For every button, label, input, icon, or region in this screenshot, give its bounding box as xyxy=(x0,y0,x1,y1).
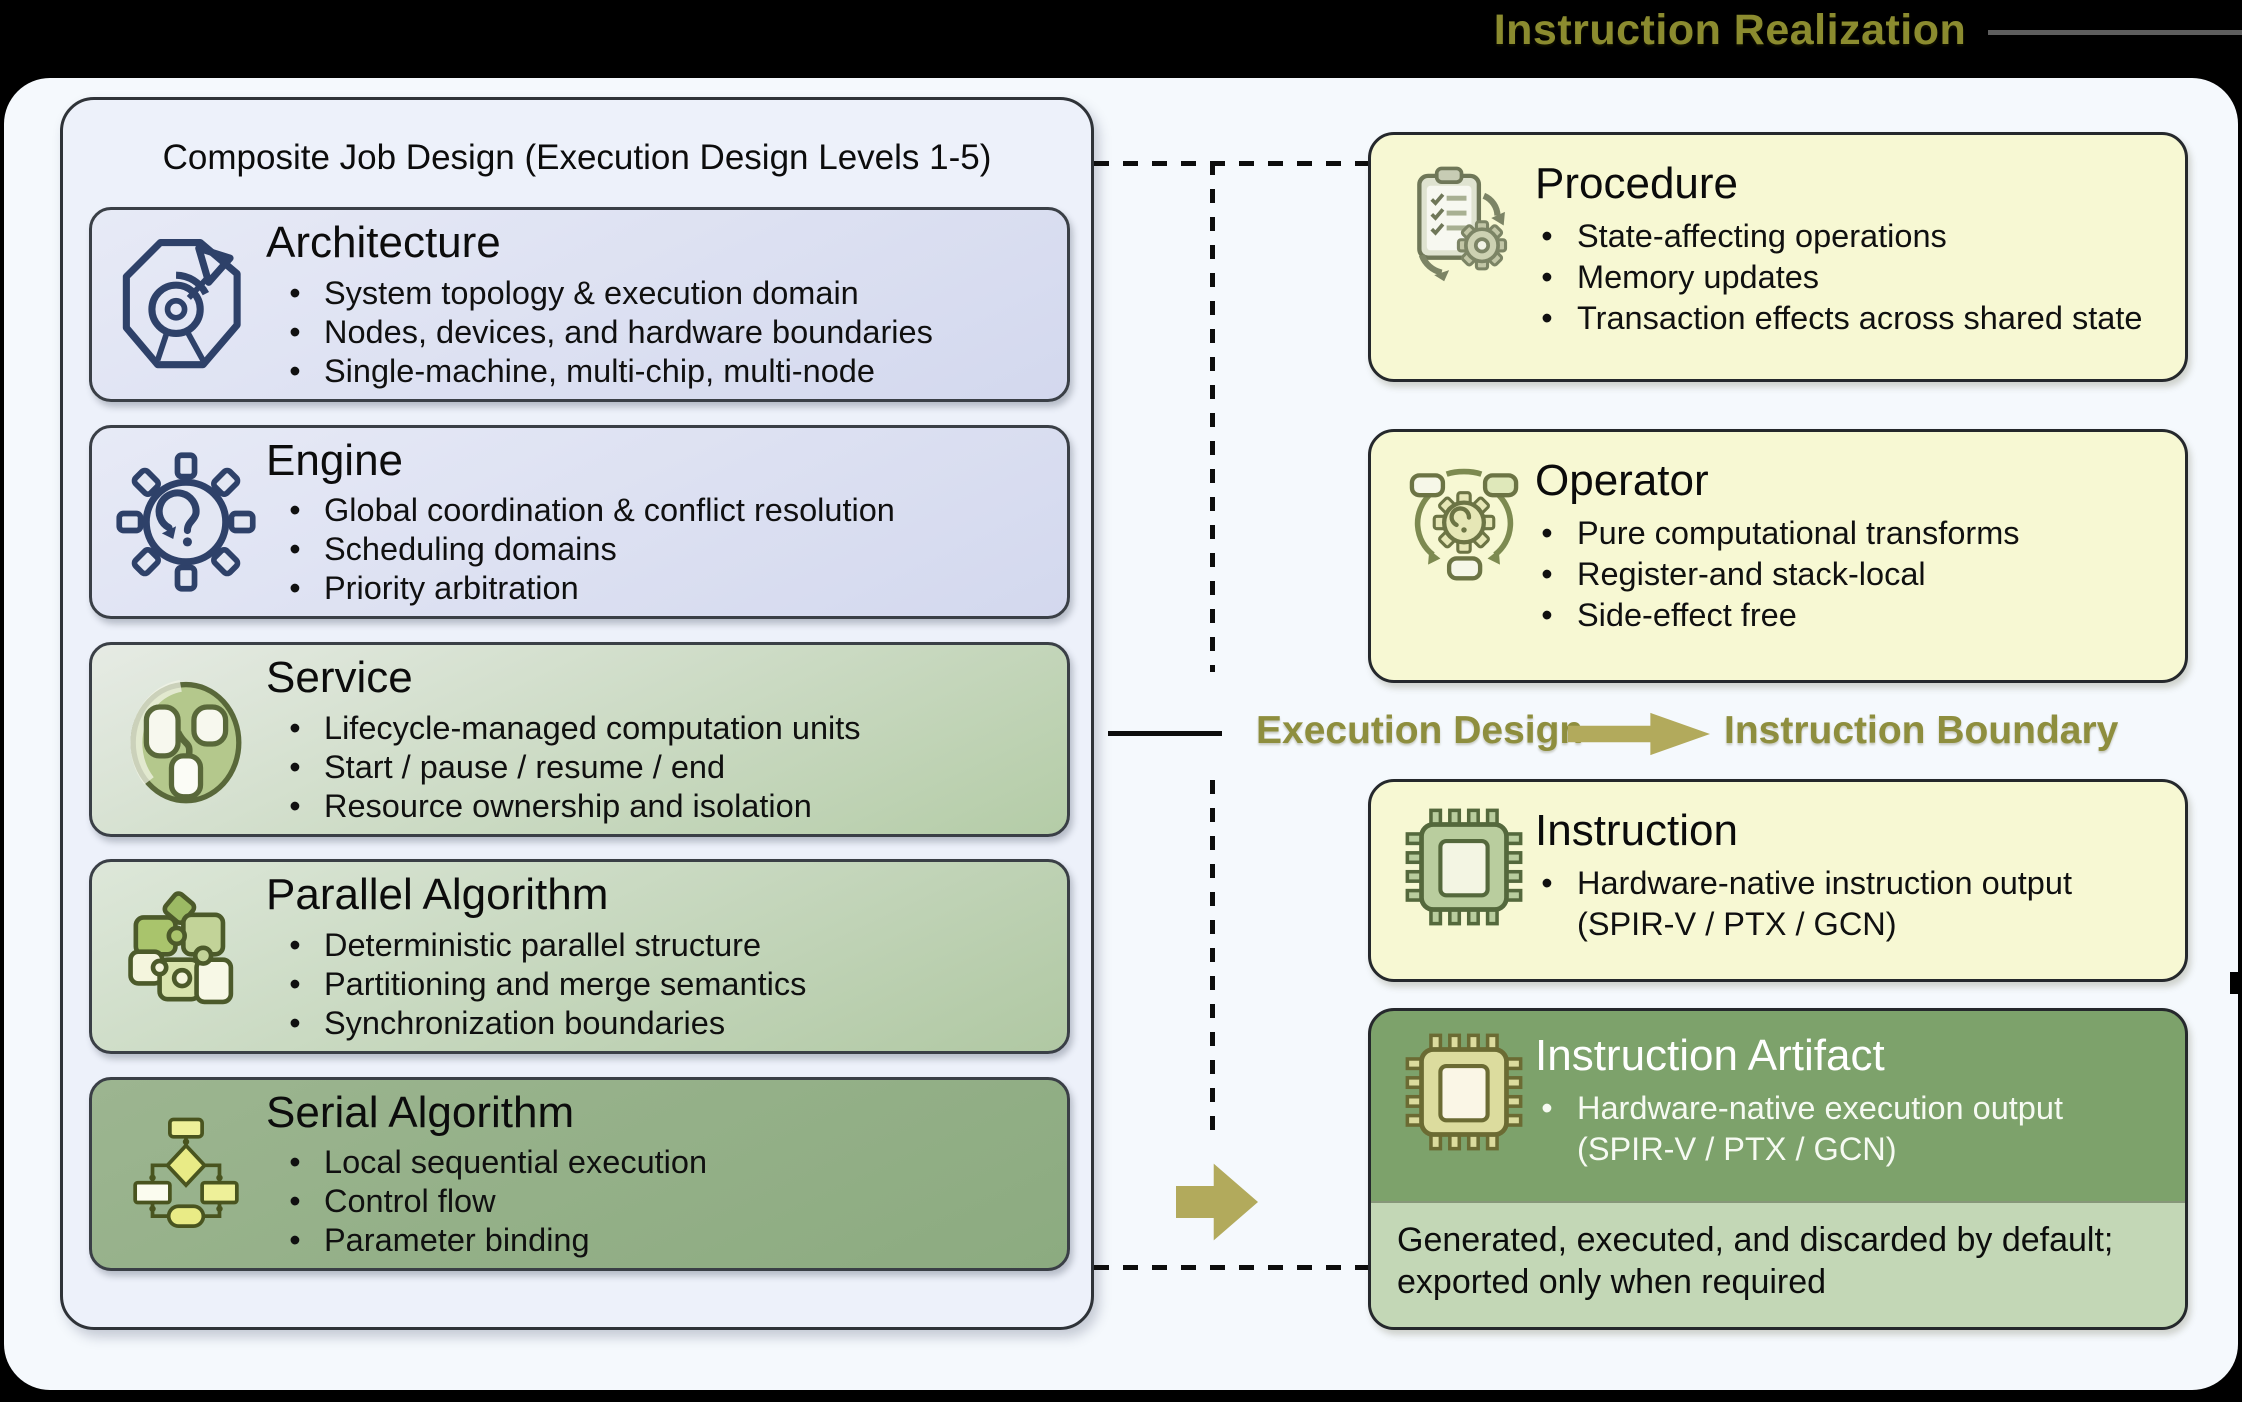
service-lifecycle-icon xyxy=(106,669,266,811)
bullet-item: •System topology & execution domain xyxy=(289,274,859,311)
bullet-item: •Nodes, devices, and hardware boundaries xyxy=(289,313,933,350)
operator-content: Operator •Pure computational transforms … xyxy=(1535,456,2167,672)
dashed-connector-bottom xyxy=(1094,1265,1368,1270)
serial-algorithm-content: Serial Algorithm •Local sequential execu… xyxy=(266,1088,1043,1260)
bullet-item: •Resource ownership and isolation xyxy=(289,787,812,824)
dashed-connector-top xyxy=(1094,161,1368,166)
bullet-item: •Control flow xyxy=(289,1183,496,1220)
bullet-item: •Local sequential execution xyxy=(289,1144,708,1181)
bullet-item: •Start / pause / resume / end xyxy=(289,748,726,785)
procedure-content: Procedure •State-affecting operations •M… xyxy=(1535,159,2167,371)
engine-box: Engine •Global coordination & conflict r… xyxy=(89,425,1070,619)
box-title: Architecture xyxy=(266,218,501,268)
instruction-artifact-note: Generated, executed, and discarded by de… xyxy=(1371,1201,2185,1327)
left-panel-header: Composite Job Design (Execution Design L… xyxy=(162,138,992,177)
operator-box: Operator •Pure computational transforms … xyxy=(1368,429,2188,683)
bullet-item: •Scheduling domains xyxy=(289,531,617,568)
instruction-artifact-content: Instruction Artifact •Hardware-native ex… xyxy=(1535,1031,2167,1201)
box-title: Service xyxy=(266,653,413,703)
execution-design-label: Execution Design xyxy=(1256,709,1584,752)
box-title: Parallel Algorithm xyxy=(266,870,609,920)
instruction-artifact-header: Instruction Artifact •Hardware-native ex… xyxy=(1371,1011,2185,1201)
clipped-edge-mark xyxy=(2230,972,2242,994)
dashed-connector-vertical-lower xyxy=(1210,780,1215,1142)
bullet-item: •Hardware-native instruction output (SPI… xyxy=(1541,865,2072,943)
bullet-item: •Parameter binding xyxy=(289,1222,590,1259)
bullet-item: •Deterministic parallel structure xyxy=(289,926,762,963)
instruction-boundary-label: Instruction Boundary xyxy=(1724,709,2119,752)
bullet-item: •Single-machine, multi-chip, multi-node xyxy=(289,352,875,389)
box-title: Instruction xyxy=(1535,806,1738,855)
bullet-item: •Register-and stack-local xyxy=(1541,556,1926,593)
engine-content: Engine •Global coordination & conflict r… xyxy=(266,436,1043,608)
parallel-algorithm-content: Parallel Algorithm •Deterministic parall… xyxy=(266,870,1043,1042)
engine-gear-icon xyxy=(106,451,266,593)
box-title: Procedure xyxy=(1535,159,1739,208)
procedure-clipboard-gear-icon xyxy=(1393,159,1535,371)
instruction-artifact-box: Instruction Artifact •Hardware-native ex… xyxy=(1368,1008,2188,1330)
procedure-box: Procedure •State-affecting operations •M… xyxy=(1368,132,2188,382)
boundary-solid-line xyxy=(1108,731,1222,736)
instruction-box: Instruction •Hardware-native instruction… xyxy=(1368,779,2188,982)
box-title: Engine xyxy=(266,435,404,485)
service-box: Service •Lifecycle-managed computation u… xyxy=(89,642,1070,837)
bullet-item: •Partitioning and merge semantics xyxy=(289,965,807,1002)
service-content: Service •Lifecycle-managed computation u… xyxy=(266,653,1043,825)
instruction-content: Instruction •Hardware-native instruction… xyxy=(1535,806,2167,971)
bullet-item: •Side-effect free xyxy=(1541,597,1797,634)
bullet-item: •Priority arbitration xyxy=(289,570,579,607)
title-rule-line xyxy=(1988,30,2242,35)
bullet-item: •Synchronization boundaries xyxy=(289,1004,726,1041)
box-title: Instruction Artifact xyxy=(1535,1031,1885,1080)
architecture-box: Architecture •System topology & executio… xyxy=(89,207,1070,402)
operator-gear-cycle-icon xyxy=(1393,456,1535,672)
bullet-item: •Pure computational transforms xyxy=(1541,515,2020,552)
dashed-connector-vertical-upper xyxy=(1210,161,1215,672)
bullet-item: •Memory updates xyxy=(1541,259,1820,296)
parallel-puzzle-icon xyxy=(106,890,266,1023)
architecture-content: Architecture •System topology & executio… xyxy=(266,218,1043,390)
box-title: Operator xyxy=(1535,456,1709,505)
box-title: Serial Algorithm xyxy=(266,1087,575,1137)
instruction-chip-icon xyxy=(1393,806,1535,971)
architecture-icon xyxy=(106,234,266,376)
bullet-item: •Transaction effects across shared state xyxy=(1541,300,2143,337)
serial-algorithm-box: Serial Algorithm •Local sequential execu… xyxy=(89,1077,1070,1271)
bullet-item: •Hardware-native execution output (SPIR-… xyxy=(1541,1090,2063,1168)
bullet-item: •State-affecting operations xyxy=(1541,218,1947,255)
serial-flowchart-icon xyxy=(106,1112,266,1236)
instruction-artifact-chip-icon xyxy=(1393,1031,1535,1201)
page-title: Instruction Realization xyxy=(1493,6,1967,54)
bullet-item: •Lifecycle-managed computation units xyxy=(289,709,861,746)
parallel-algorithm-box: Parallel Algorithm •Deterministic parall… xyxy=(89,859,1070,1054)
bullet-item: •Global coordination & conflict resoluti… xyxy=(289,492,895,529)
